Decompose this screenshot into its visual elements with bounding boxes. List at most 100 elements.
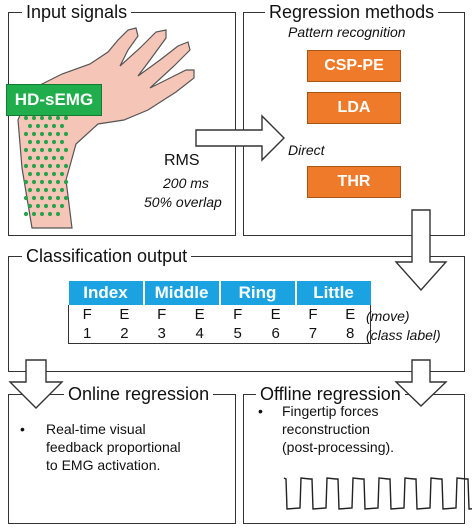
- online-text-line-1: Real-time visual: [46, 421, 146, 437]
- electrode-dot: [51, 155, 57, 161]
- electrode-dot: [31, 211, 37, 217]
- electrode-dot: [63, 195, 69, 201]
- pattern-recognition-label: Pattern recognition: [288, 24, 406, 40]
- finger-header-ring: Ring: [219, 281, 297, 305]
- class-label-cell: 5: [233, 325, 242, 342]
- move-cell: E: [119, 306, 130, 323]
- electrode-dot: [31, 131, 37, 137]
- classification-output-title: Classification output: [22, 246, 192, 266]
- electrode-dot: [43, 155, 49, 161]
- move-cell: F: [157, 306, 167, 323]
- finger-header-row: Index Middle Ring Little: [68, 281, 371, 305]
- hd-semg-label: HD-sEMG: [6, 84, 102, 116]
- offline-text-line-1: Fingertip forces: [282, 403, 379, 419]
- finger-header-middle: Middle: [143, 281, 221, 305]
- electrode-dot: [59, 171, 65, 177]
- electrode-dot: [39, 211, 45, 217]
- electrode-dot: [55, 163, 61, 169]
- electrode-dot: [51, 187, 57, 193]
- electrode-dot: [55, 195, 61, 201]
- window-length-label: 200 ms: [163, 175, 209, 191]
- regression-methods-panel: [243, 12, 465, 236]
- electrode-dot: [43, 123, 49, 129]
- arrow-classification-to-online: [8, 359, 64, 409]
- method-box-csp-pe: CSP-PE: [307, 50, 401, 82]
- offline-text-line-3: (post-processing).: [282, 439, 395, 455]
- electrode-dot: [63, 115, 69, 121]
- electrode-dot: [31, 115, 37, 121]
- online-bullet: •: [20, 421, 25, 437]
- arrow-classification-to-offline: [394, 359, 448, 407]
- electrode-dot: [43, 203, 49, 209]
- electrode-dot: [47, 147, 53, 153]
- electrode-dot: [59, 139, 65, 145]
- move-caption: (move): [366, 308, 410, 324]
- electrode-dot: [39, 163, 45, 169]
- electrode-dot: [47, 115, 53, 121]
- electrode-dot: [23, 147, 29, 153]
- electrode-dot: [35, 187, 41, 193]
- electrode-dot: [27, 203, 33, 209]
- class-label-cell: 1: [83, 325, 92, 342]
- class-label-cell: 8: [346, 325, 355, 342]
- class-label-cell: 6: [271, 325, 280, 342]
- electrode-dot: [59, 203, 65, 209]
- hand-illustration: [17, 27, 195, 229]
- move-row: F E F E F E F E: [68, 305, 371, 324]
- finger-header-little: Little: [295, 281, 371, 305]
- electrode-dot: [35, 123, 41, 129]
- electrode-dot: [31, 195, 37, 201]
- move-cell: E: [194, 306, 205, 323]
- arrow-regression-to-classification: [394, 209, 448, 292]
- electrode-dot: [47, 131, 53, 137]
- offline-text-line-2: reconstruction: [282, 421, 370, 437]
- move-cell: F: [308, 306, 318, 323]
- electrode-dot: [39, 115, 45, 121]
- method-box-thr: THR: [307, 166, 401, 198]
- electrode-dot: [63, 131, 69, 137]
- electrode-dot: [35, 203, 41, 209]
- electrode-dot: [51, 123, 57, 129]
- classification-table: Index Middle Ring Little F E F E F E F E…: [68, 281, 371, 344]
- move-cell: E: [270, 306, 281, 323]
- electrode-dot: [27, 171, 33, 177]
- class-label-caption: (class label): [366, 327, 441, 343]
- electrode-dot: [35, 139, 41, 145]
- electrode-dot: [31, 147, 37, 153]
- electrode-dot: [55, 179, 61, 185]
- electrode-dot: [51, 171, 57, 177]
- electrode-dot: [43, 187, 49, 193]
- offline-regression-title: Offline regression: [256, 384, 405, 404]
- electrode-dot: [47, 163, 53, 169]
- move-cell: F: [233, 306, 243, 323]
- electrode-dot: [43, 171, 49, 177]
- electrode-dot: [31, 179, 37, 185]
- electrode-dot: [27, 139, 33, 145]
- electrode-dot: [59, 187, 65, 193]
- move-cell: E: [345, 306, 356, 323]
- electrode-dot: [59, 155, 65, 161]
- fingertip-force-waveform: [283, 477, 472, 510]
- class-label-cell: 7: [308, 325, 318, 342]
- online-regression-title: Online regression: [64, 384, 214, 404]
- electrode-dot: [39, 147, 45, 153]
- electrode-dot: [23, 211, 29, 217]
- electrode-dot: [27, 155, 33, 161]
- electrode-dot: [23, 115, 29, 121]
- class-label-cell: 2: [120, 325, 129, 342]
- classification-output-panel: [8, 256, 465, 372]
- input-signals-title: Input signals: [22, 2, 132, 22]
- rms-label: RMS: [164, 152, 200, 169]
- electrode-dot: [51, 139, 57, 145]
- electrode-dot: [63, 179, 69, 185]
- electrode-dot: [35, 155, 41, 161]
- direct-label: Direct: [288, 142, 325, 158]
- electrode-dot: [35, 171, 41, 177]
- method-box-lda: LDA: [307, 92, 401, 124]
- regression-methods-title: Regression methods: [265, 2, 439, 22]
- electrode-dot: [39, 131, 45, 137]
- electrode-dot: [55, 211, 61, 217]
- offline-bullet: •: [258, 403, 263, 419]
- online-text-line-3: to EMG activation.: [46, 457, 161, 473]
